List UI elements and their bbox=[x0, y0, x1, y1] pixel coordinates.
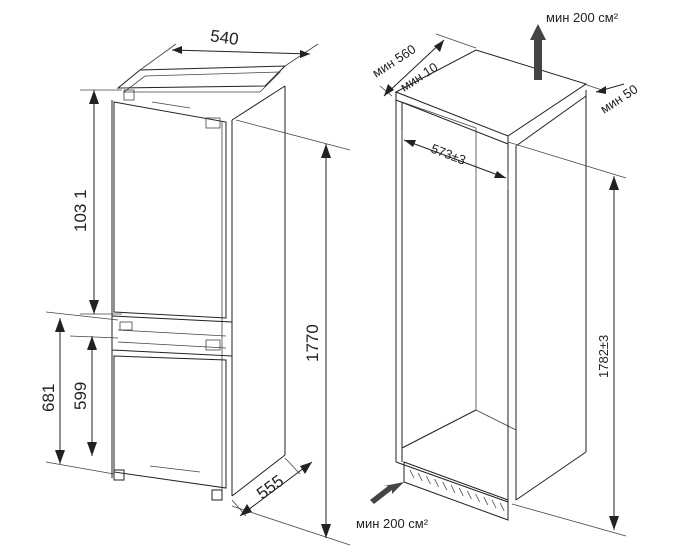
niche-floor-front bbox=[395, 461, 509, 503]
top-vent-arrow bbox=[530, 24, 546, 80]
niche-depth-arrow-b bbox=[434, 40, 444, 52]
niche-back-floor-right bbox=[475, 409, 517, 431]
fridge-upper-door bbox=[113, 101, 227, 319]
plinth-grille-slots bbox=[409, 469, 505, 512]
width-arrow-left bbox=[172, 46, 182, 54]
bottom-vent-arrow bbox=[370, 482, 404, 504]
niche-depth-arrow-a bbox=[384, 84, 394, 96]
niche-top-board bbox=[394, 49, 588, 137]
niche-height-ext-bottom bbox=[511, 503, 627, 537]
upper-arrow-bottom bbox=[89, 300, 99, 314]
niche-width-label: 573±3 bbox=[429, 141, 468, 168]
niche-height-label: 1782±3 bbox=[596, 335, 611, 378]
niche-depth-dim-line bbox=[383, 39, 445, 97]
grille-slot bbox=[409, 469, 415, 479]
niche-right-top-edge bbox=[515, 95, 587, 147]
niche-height-arrow-top bbox=[609, 176, 619, 190]
plinth-grille bbox=[403, 461, 509, 521]
lower-ext-top-outer bbox=[45, 311, 119, 321]
top-vent-label: мин 200 см² bbox=[546, 10, 619, 25]
grille-slot bbox=[483, 496, 489, 506]
lower-ext-bottom bbox=[45, 461, 115, 475]
side-gap-arrow bbox=[596, 86, 606, 94]
fridge-top-inner bbox=[122, 71, 281, 93]
top-board-front-bottom bbox=[395, 99, 509, 145]
middle-hinge-right bbox=[205, 339, 221, 351]
upper-height-label: 103 1 bbox=[71, 189, 90, 232]
total-ext-bottom bbox=[231, 505, 351, 546]
depth-dim-line bbox=[239, 461, 313, 517]
upper-hinge-right bbox=[205, 117, 221, 129]
total-arrow-bottom bbox=[321, 524, 331, 538]
lower-inner-arrow-top bbox=[87, 336, 97, 350]
grille-slot bbox=[417, 472, 423, 482]
fridge-foot-right bbox=[211, 489, 223, 501]
niche-back-top-edge bbox=[401, 101, 477, 129]
lower-inner-height-label: 599 bbox=[71, 382, 90, 410]
width-arrow-right bbox=[300, 50, 310, 58]
fridge-side-bottom-edge bbox=[231, 454, 286, 497]
fridge-middle-divider bbox=[111, 315, 233, 357]
upper-bracket bbox=[151, 101, 191, 109]
fridge-foot-left bbox=[113, 469, 125, 481]
bottom-vent-label: мин 200 см² bbox=[356, 516, 429, 531]
grille-slot bbox=[475, 493, 480, 503]
side-gap-ext bbox=[583, 83, 603, 91]
niche-drawing: мин 200 см² мин 560 мин 10 мин 50 573±3 … bbox=[356, 10, 640, 537]
lower-bracket bbox=[149, 465, 201, 473]
grille-slot bbox=[442, 481, 448, 491]
lower-outer-arrow-top bbox=[55, 318, 65, 332]
grille-slot bbox=[426, 475, 431, 485]
depth-ext-back bbox=[284, 457, 301, 475]
total-ext-top bbox=[235, 119, 351, 151]
rear-gap-min-label: мин 10 bbox=[397, 59, 440, 94]
lower-outer-arrow-bottom bbox=[55, 450, 65, 464]
niche-right-bottom-edge bbox=[515, 451, 587, 501]
middle-divider-line-2 bbox=[117, 341, 227, 349]
total-arrow-top bbox=[321, 144, 331, 158]
grille-slot bbox=[467, 490, 472, 500]
depth-ext-back-top bbox=[435, 33, 477, 49]
niche-width-arrow-left bbox=[404, 140, 416, 147]
depth-arrow-back bbox=[300, 462, 312, 474]
lower-ext-top-inner bbox=[69, 335, 119, 339]
grille-slot bbox=[434, 478, 439, 488]
niche-width-arrow-right bbox=[494, 171, 506, 178]
side-gap-min-label: мин 50 bbox=[597, 81, 640, 116]
fridge-lower-door bbox=[113, 355, 227, 489]
refrigerator-drawing: 540 103 1 1770 681 599 555 bbox=[39, 26, 351, 546]
niche-height-ext-top bbox=[507, 141, 627, 179]
niche-height-arrow-bottom bbox=[609, 516, 619, 530]
niche-floor-back bbox=[401, 409, 477, 449]
grille-slot bbox=[450, 484, 456, 494]
grille-slot bbox=[491, 499, 497, 509]
niche-width-dim-line bbox=[403, 139, 507, 179]
width-dim-line bbox=[171, 49, 311, 55]
fridge-side-top-edge bbox=[231, 85, 286, 121]
middle-hinge-left bbox=[119, 321, 133, 331]
total-height-label: 1770 bbox=[303, 324, 322, 362]
grille-slot bbox=[458, 487, 464, 497]
lower-outer-height-label: 681 bbox=[39, 384, 58, 412]
lower-inner-arrow-bottom bbox=[87, 442, 97, 456]
grille-slot bbox=[499, 502, 505, 512]
upper-arrow-top bbox=[89, 90, 99, 104]
width-label: 540 bbox=[209, 26, 240, 49]
depth-arrow-front bbox=[240, 504, 252, 516]
width-ext-left bbox=[139, 43, 177, 71]
upper-hinge-left bbox=[123, 89, 135, 101]
middle-divider-line bbox=[117, 329, 227, 337]
